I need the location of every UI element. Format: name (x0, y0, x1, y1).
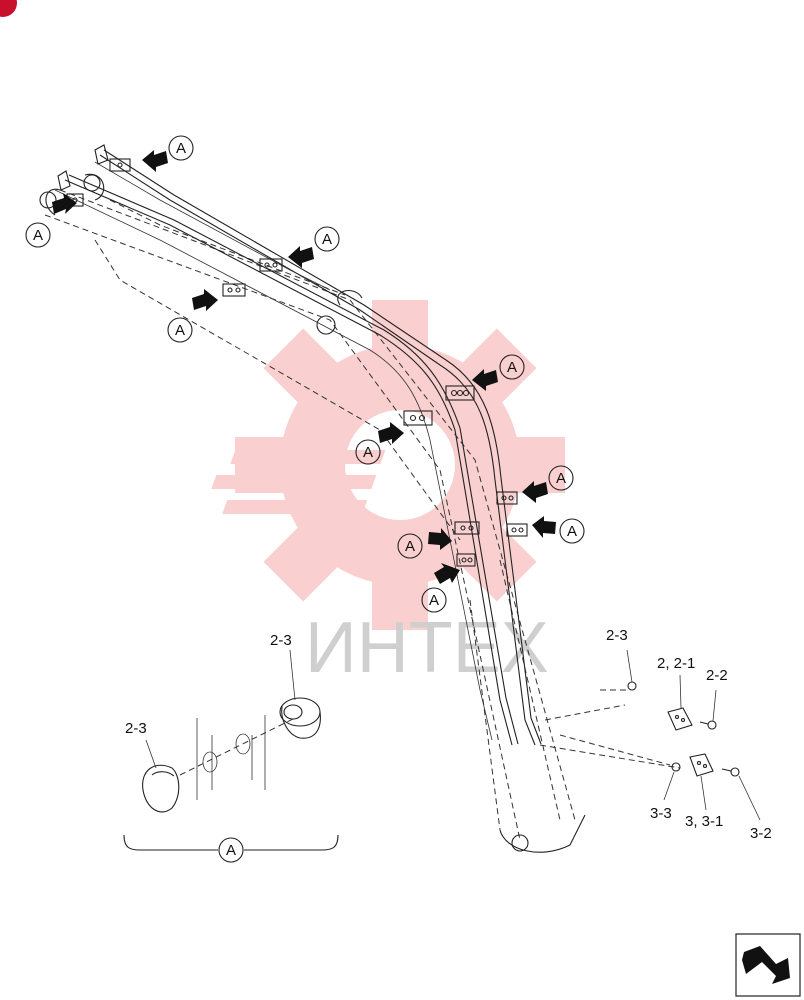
label-2-3: 2-3 (606, 627, 628, 644)
watermark-gear-icon (211, 300, 565, 630)
bolt-3-2 (721, 767, 740, 777)
callout-a: A (314, 226, 340, 252)
end-fittings (539, 649, 761, 821)
callout-arrows (52, 150, 556, 584)
boom-outline (39, 173, 586, 853)
watermark-text: ИНТЕХ (305, 608, 549, 688)
svg-text:A: A (567, 523, 577, 540)
svg-text:A: A (429, 592, 439, 609)
detail-view-a: A (123, 649, 339, 863)
detail-view-label: A (226, 842, 236, 859)
cap-2-3 (627, 681, 637, 691)
callout-a: A (421, 587, 447, 613)
svg-text:A: A (322, 231, 332, 248)
label-3-3-1: 3, 3-1 (685, 813, 723, 830)
svg-text:A: A (507, 359, 517, 376)
callout-circles: A A A A A A A A A A (25, 135, 585, 613)
callout-a: A (355, 439, 381, 465)
label-detail-2-3-upper: 2-3 (270, 632, 292, 649)
svg-text:A: A (176, 140, 186, 157)
svg-text:A: A (175, 322, 185, 339)
callout-arrow-icon (472, 369, 498, 391)
svg-text:A: A (363, 444, 373, 461)
callout-arrow-icon (52, 193, 77, 214)
label-3-3: 3-3 (650, 805, 672, 822)
callout-a: A (559, 518, 585, 544)
callout-arrow-icon (192, 289, 218, 311)
svg-text:A: A (556, 470, 566, 487)
callout-arrow-icon (288, 246, 314, 268)
callout-arrow-icon (532, 516, 556, 538)
callout-arrow-icon (142, 150, 168, 172)
callout-a: A (548, 465, 574, 491)
label-3-2: 3-2 (750, 825, 772, 842)
callout-arrow-icon (434, 563, 460, 584)
callout-a: A (167, 317, 193, 343)
pipe-clamps (66, 158, 528, 567)
label-detail-2-3-lower: 2-3 (125, 720, 147, 737)
plate-2-2-1 (667, 707, 693, 731)
callout-arrow-icon (378, 422, 404, 444)
next-page-arrow-icon[interactable] (735, 933, 801, 997)
plate-3-3-1 (689, 753, 714, 777)
corner-badge-icon (0, 0, 17, 17)
detail-cap-upper (279, 697, 321, 739)
label-2-2-1: 2, 2-1 (657, 655, 695, 672)
callout-arrow-icon (522, 481, 548, 503)
callout-arrow-icon (428, 528, 452, 550)
label-2-2: 2-2 (706, 667, 728, 684)
callout-a: A (397, 533, 423, 559)
bolt-2-2 (699, 720, 717, 730)
hydraulic-lines (54, 144, 542, 746)
callout-a: A (499, 354, 525, 380)
callout-a: A (168, 135, 194, 161)
detail-cap-lower (142, 764, 180, 813)
svg-text:A: A (33, 227, 43, 244)
callout-a: A (25, 222, 51, 248)
svg-text:A: A (405, 538, 415, 555)
cap-3-3 (671, 762, 681, 772)
